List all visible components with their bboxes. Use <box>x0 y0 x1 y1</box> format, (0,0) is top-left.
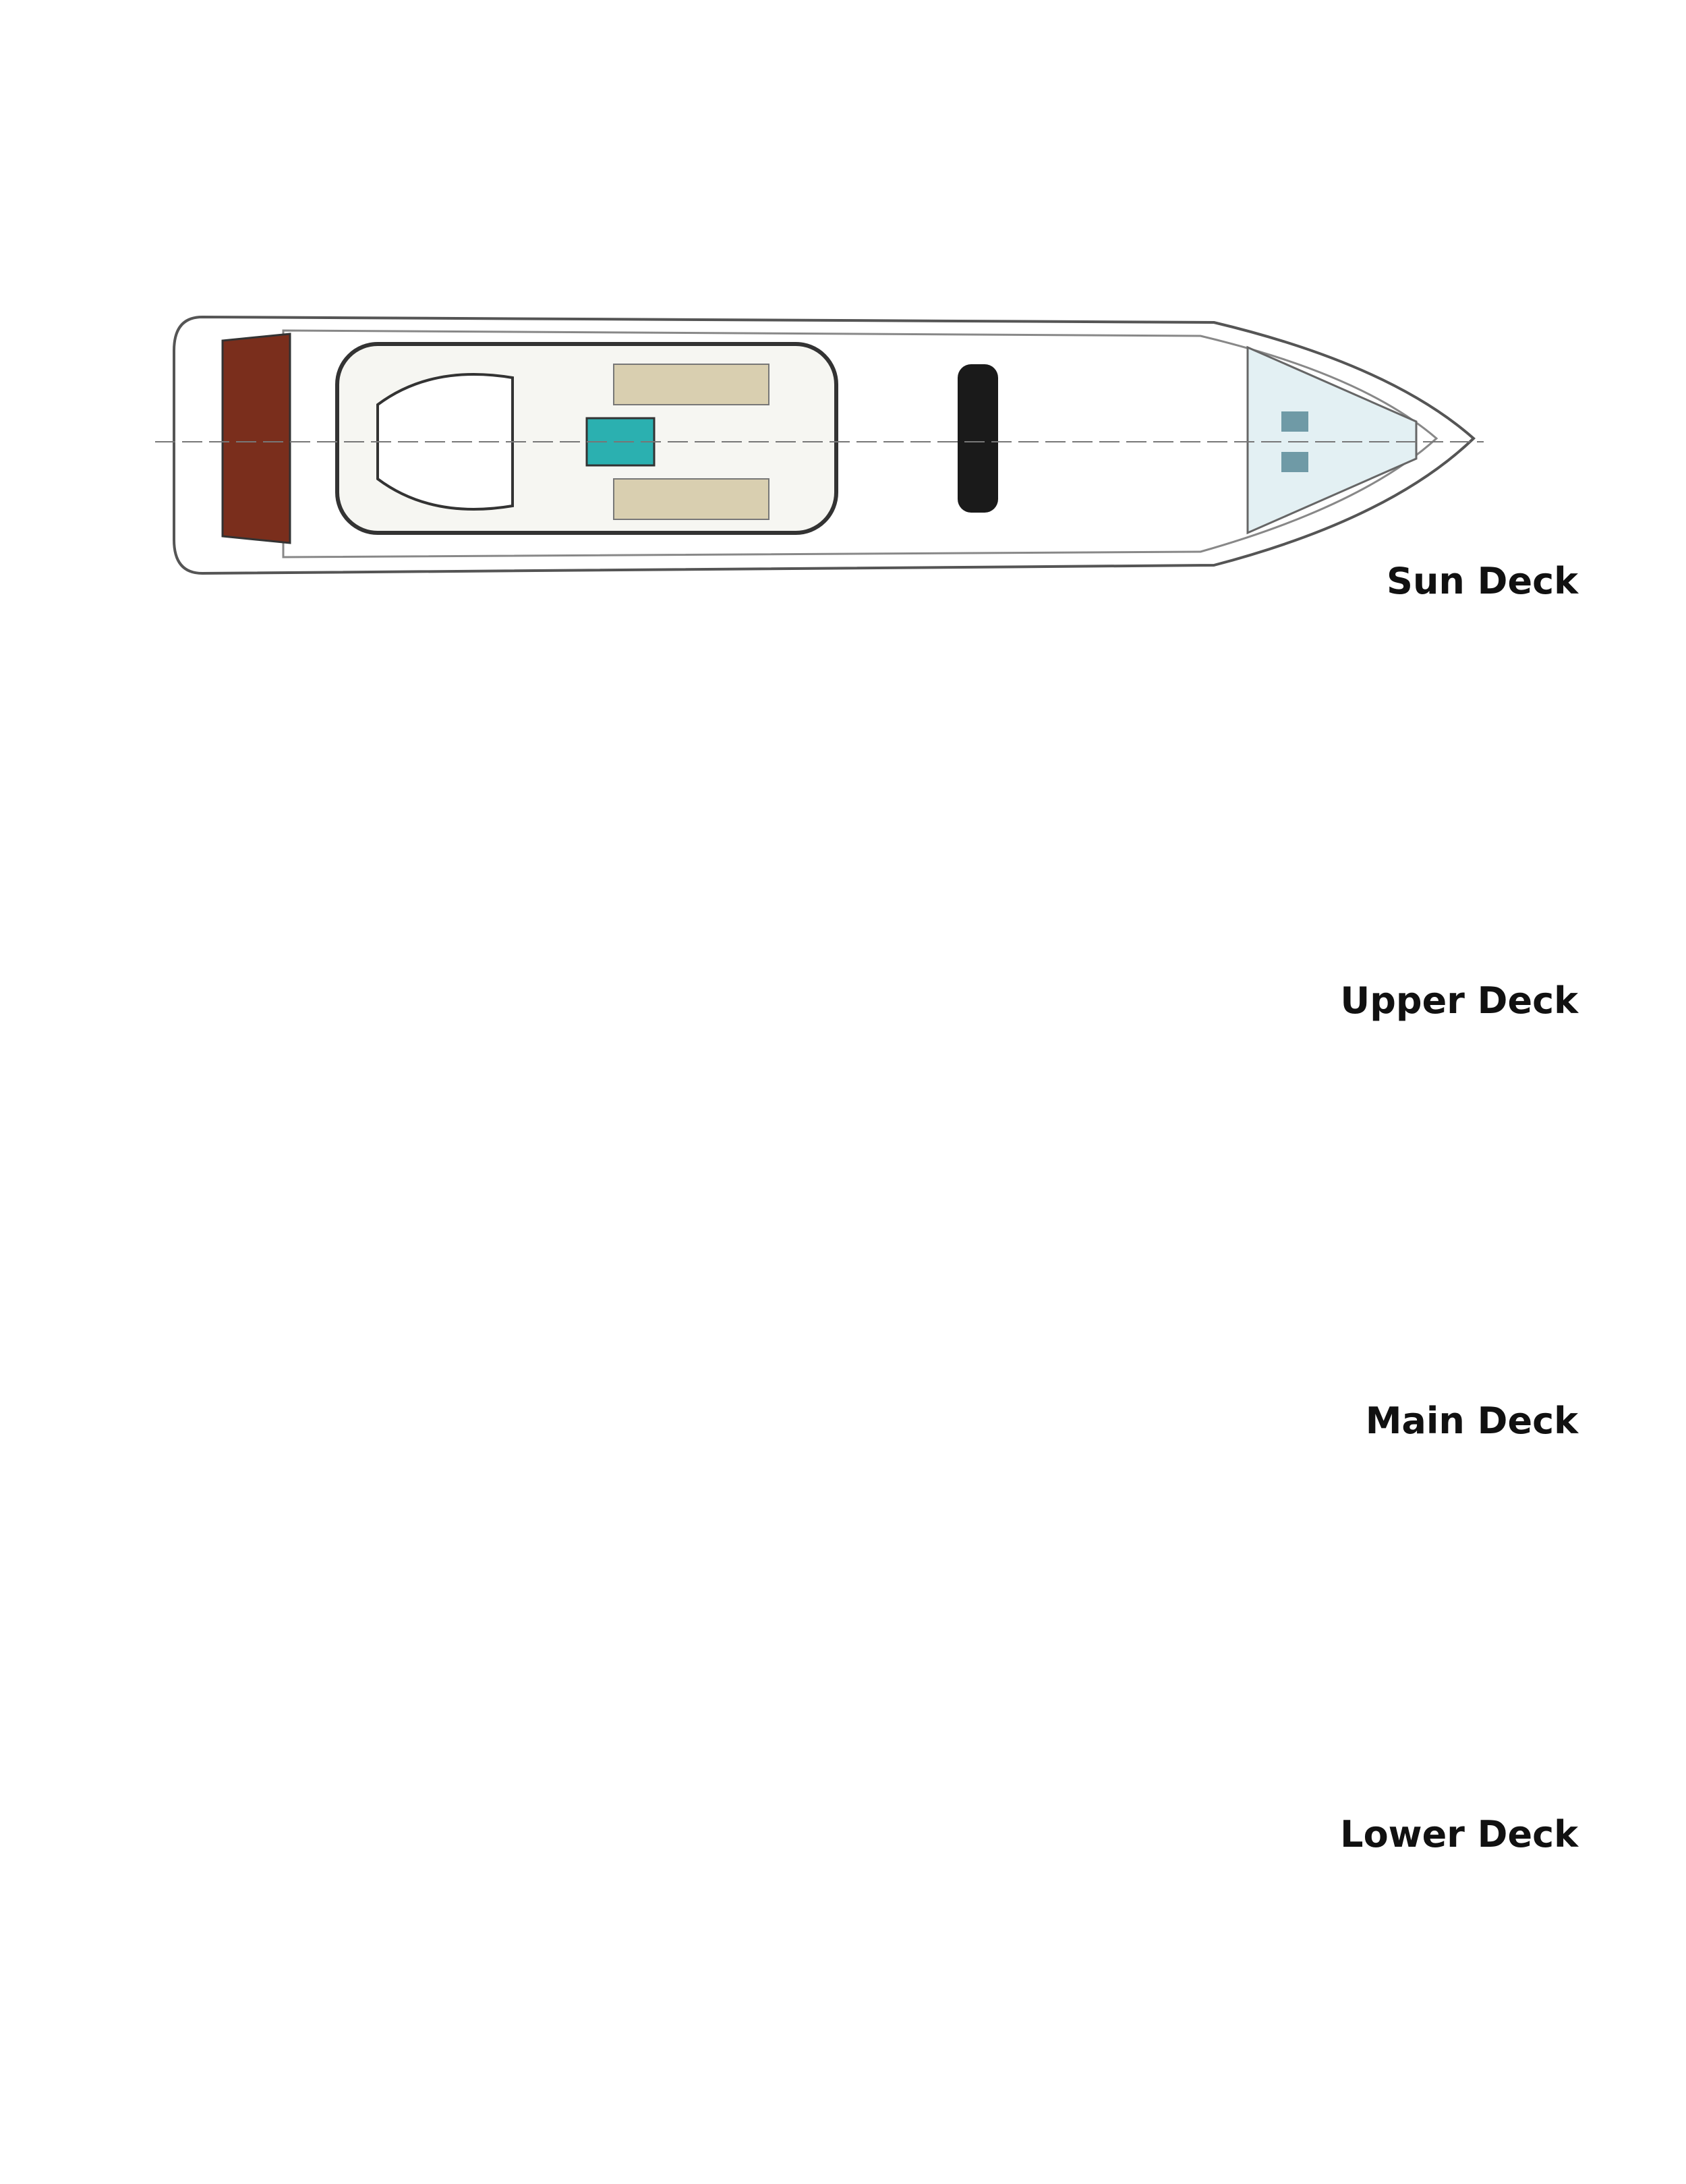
sun-deck-stern-stairs <box>221 333 291 544</box>
deck-label-sun: Sun Deck <box>1387 560 1578 602</box>
sun-deck-plan <box>155 315 1484 575</box>
deck-label-lower: Lower Deck <box>1340 1813 1578 1856</box>
deck-label-upper: Upper Deck <box>1340 979 1578 1022</box>
deck-label-main: Main Deck <box>1365 1400 1578 1442</box>
